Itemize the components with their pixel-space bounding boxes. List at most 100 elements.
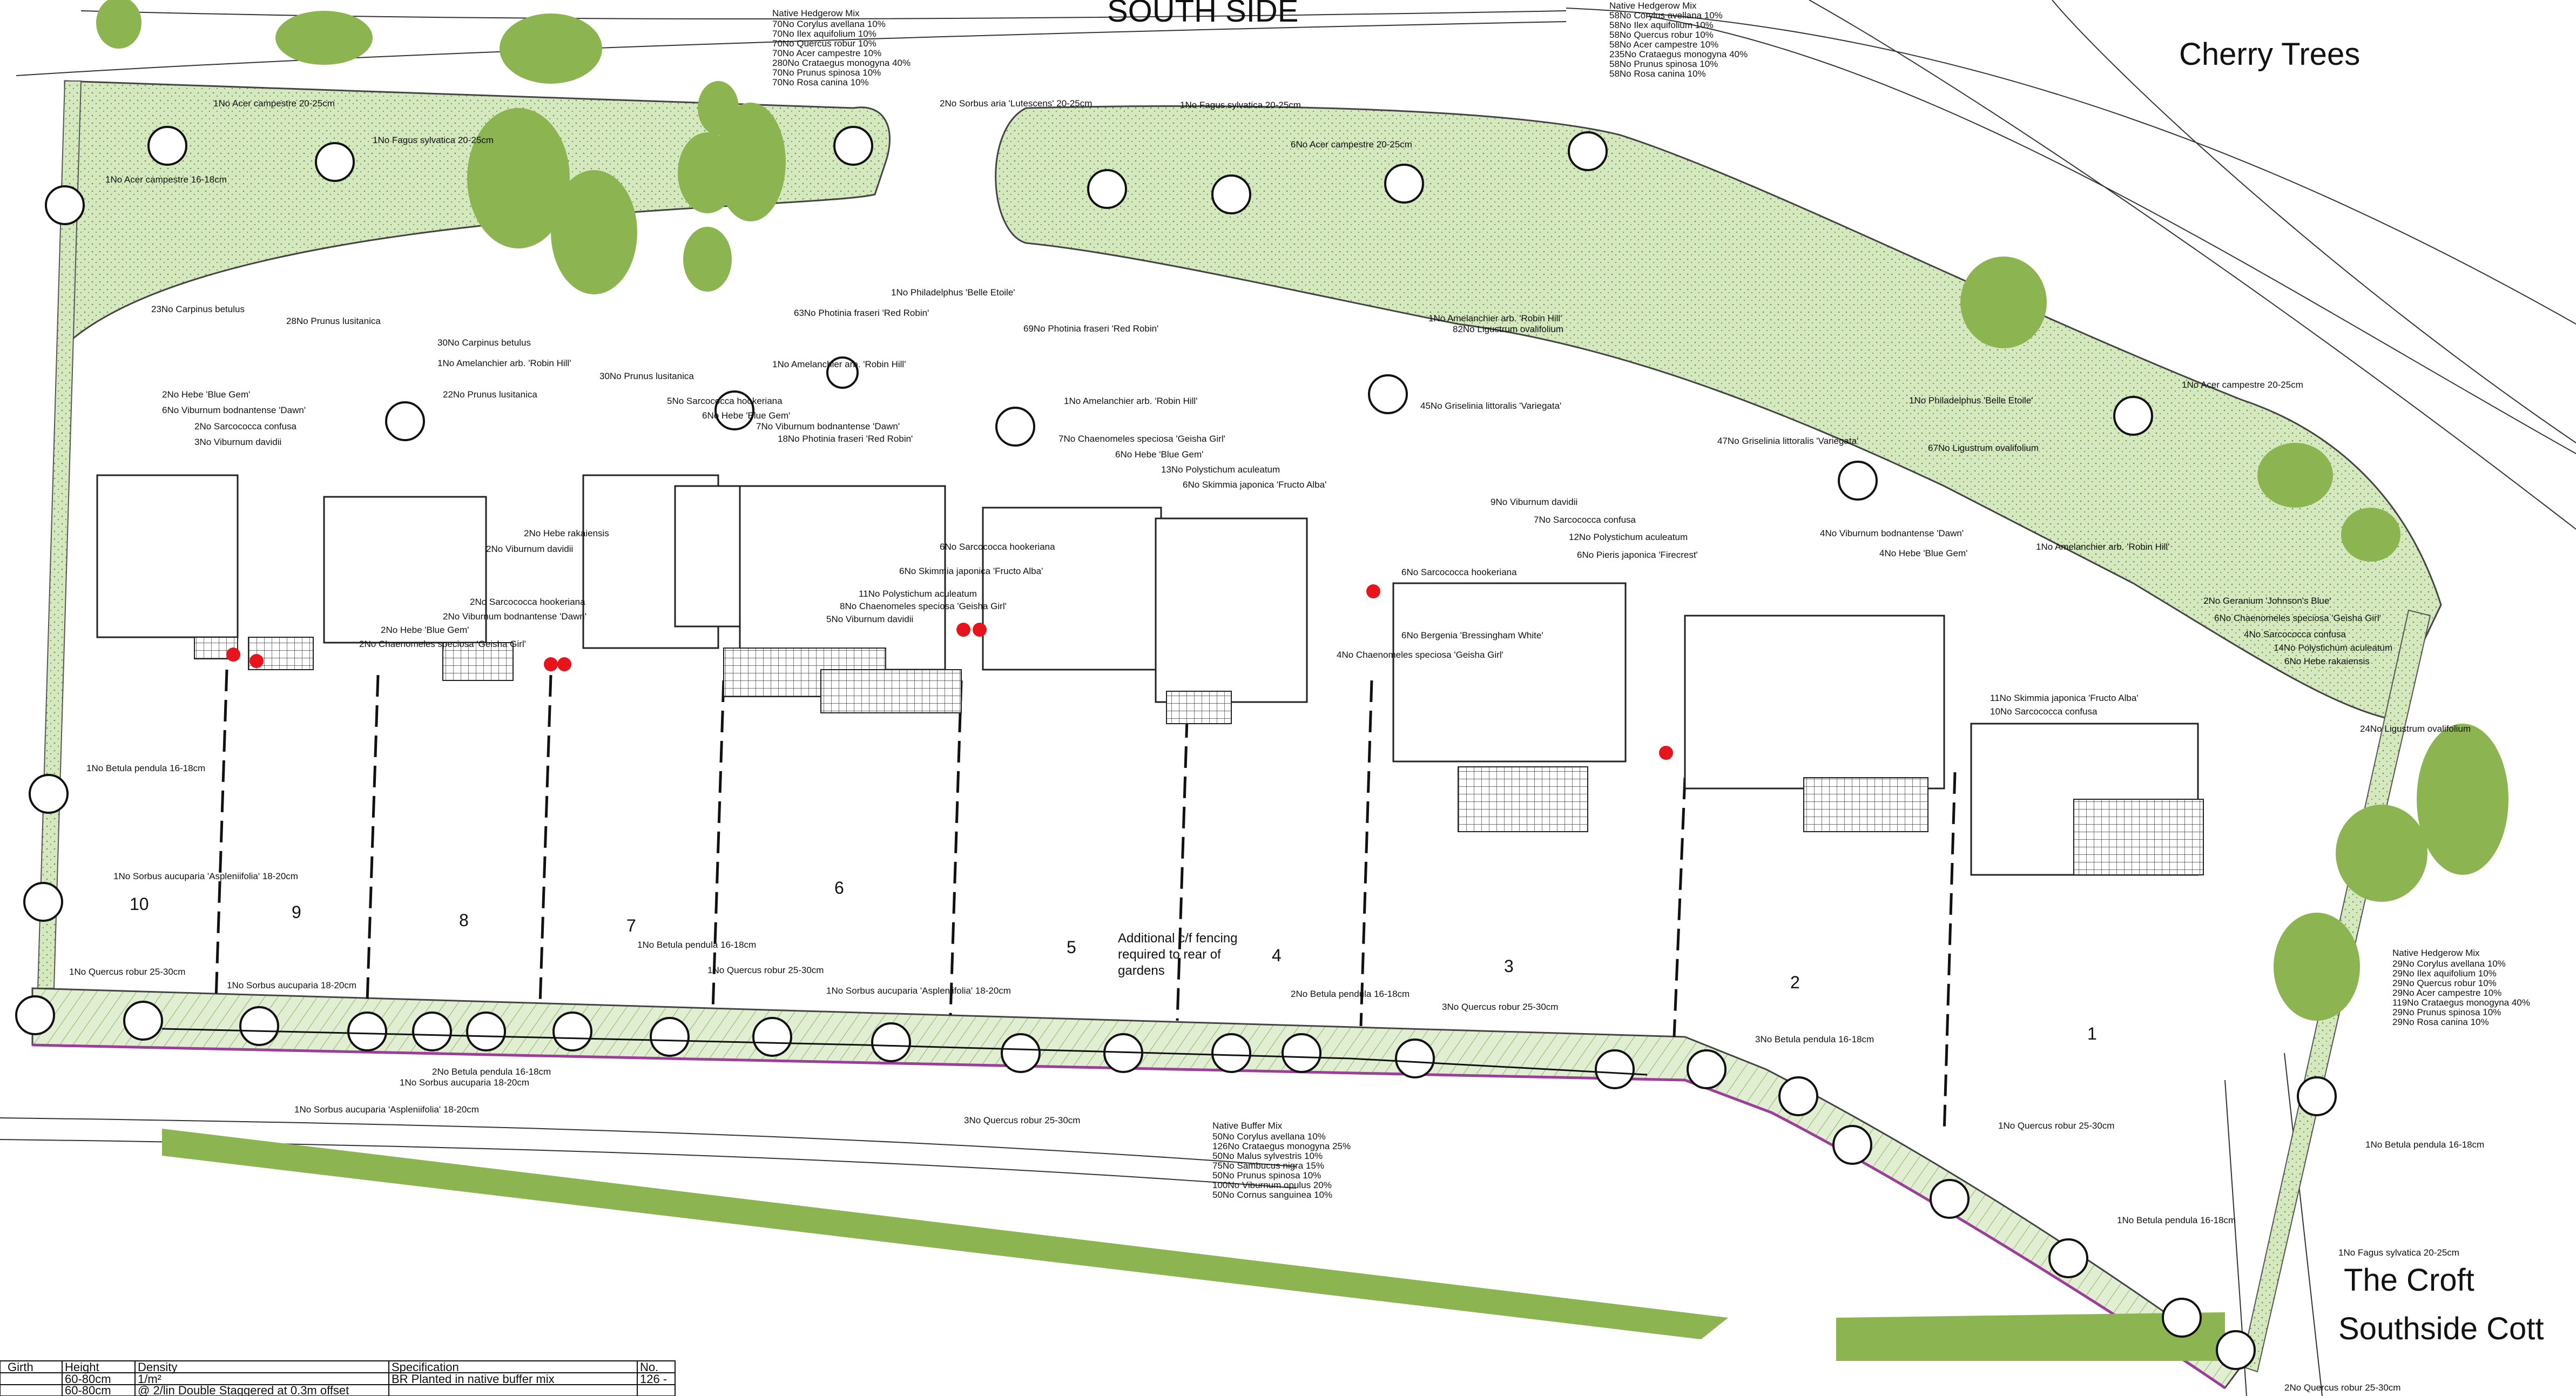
svg-text:4No Viburnum bodnantense 'Dawn: 4No Viburnum bodnantense 'Dawn' bbox=[1820, 528, 1964, 538]
svg-text:75No Sambucus nigra 15%: 75No Sambucus nigra 15% bbox=[1212, 1161, 1324, 1171]
plot-number: 6 bbox=[834, 878, 844, 898]
svg-text:58No Rosa canina 10%: 58No Rosa canina 10% bbox=[1609, 69, 1706, 79]
svg-text:50No Corylus avellana 10%: 50No Corylus avellana 10% bbox=[1212, 1131, 1326, 1142]
svg-text:BR Planted in native buffer m: BR Planted in native buffer mix bbox=[392, 1372, 555, 1386]
buffer-fence bbox=[161, 1028, 1648, 1076]
svg-text:1No Acer campestre 16-18cm: 1No Acer campestre 16-18cm bbox=[105, 174, 227, 185]
svg-text:4No Hebe 'Blue Gem': 4No Hebe 'Blue Gem' bbox=[1879, 548, 1967, 558]
svg-text:6No Bergenia 'Bressingham Whit: 6No Bergenia 'Bressingham White' bbox=[1401, 630, 1543, 640]
svg-text:4No Sarcococca confusa: 4No Sarcococca confusa bbox=[2244, 629, 2346, 639]
svg-text:1No Sorbus aucuparia 'Asplenii: 1No Sorbus aucuparia 'Aspleniifolia' 18-… bbox=[113, 871, 298, 881]
existing-verge bbox=[162, 1129, 1728, 1339]
svg-text:3No Quercus robur 25-30cm: 3No Quercus robur 25-30cm bbox=[964, 1115, 1080, 1125]
svg-text:1No Philadelphus 'Belle Etoile: 1No Philadelphus 'Belle Etoile' bbox=[891, 287, 1015, 298]
svg-text:126No Crataegus monogyna 25%: 126No Crataegus monogyna 25% bbox=[1212, 1141, 1351, 1151]
svg-text:6No Pieris japonica 'Firecrest: 6No Pieris japonica 'Firecrest' bbox=[1577, 550, 1698, 560]
svg-text:11No Polystichum aculeatum: 11No Polystichum aculeatum bbox=[859, 589, 977, 599]
plot-number: 10 bbox=[130, 894, 149, 914]
svg-text:14No Polystichum aculeatum: 14No Polystichum aculeatum bbox=[2274, 643, 2392, 653]
svg-text:Native Hedgerow Mix: Native Hedgerow Mix bbox=[1609, 1, 1697, 11]
svg-text:70No Quercus robur 10%: 70No Quercus robur 10% bbox=[772, 38, 876, 49]
svg-text:6No Sarcococca hookeriana: 6No Sarcococca hookeriana bbox=[1401, 567, 1517, 577]
svg-text:1No Amelanchier arb. 'Robin Hi: 1No Amelanchier arb. 'Robin Hill' bbox=[2036, 542, 2169, 552]
svg-text:1/m²: 1/m² bbox=[138, 1372, 161, 1386]
svg-text:1No Amelanchier arb. 'Robin Hi: 1No Amelanchier arb. 'Robin Hill' bbox=[772, 359, 906, 369]
svg-text:1No Acer campestre 20-25cm: 1No Acer campestre 20-25cm bbox=[213, 98, 335, 109]
tree-labels: 1No Acer campestre 20-25cm 1No Fagus syl… bbox=[69, 98, 2484, 1393]
svg-text:required to rear of: required to rear of bbox=[1118, 947, 1221, 962]
svg-text:gardens: gardens bbox=[1118, 963, 1165, 978]
plot-number: 5 bbox=[1067, 938, 1076, 957]
svg-text:22No Prunus lusitanica: 22No Prunus lusitanica bbox=[443, 389, 537, 400]
svg-text:7No Sarcococca confusa: 7No Sarcococca confusa bbox=[1534, 515, 1636, 525]
svg-text:58No Quercus robur 10%: 58No Quercus robur 10% bbox=[1609, 30, 1714, 40]
svg-text:1No Betula pendula 16-18cm: 1No Betula pendula 16-18cm bbox=[86, 763, 205, 773]
hedgerow-mix-top: Native Hedgerow Mix 70No Corylus avellan… bbox=[772, 8, 911, 87]
svg-text:100No Viburnum opulus 20%: 100No Viburnum opulus 20% bbox=[1212, 1180, 1332, 1190]
svg-text:60-80cm: 60-80cm bbox=[65, 1372, 111, 1386]
existing-verge-east bbox=[1836, 1312, 2225, 1361]
svg-text:8No Chaenomeles speciosa 'Geis: 8No Chaenomeles speciosa 'Geisha Girl' bbox=[840, 601, 1007, 611]
dwellings bbox=[96, 474, 2199, 876]
proposed-trees bbox=[15, 126, 2337, 1370]
svg-text:Specification: Specification bbox=[392, 1360, 459, 1374]
svg-text:4No Chaenomeles speciosa 'Geis: 4No Chaenomeles speciosa 'Geisha Girl' bbox=[1337, 650, 1503, 660]
svg-text:6No Hebe 'Blue Gem': 6No Hebe 'Blue Gem' bbox=[702, 410, 790, 421]
svg-text:70No Rosa canina 10%: 70No Rosa canina 10% bbox=[772, 77, 869, 87]
svg-text:13No Polystichum aculeatum: 13No Polystichum aculeatum bbox=[1161, 464, 1280, 475]
svg-text:70No Corylus avellana 10%: 70No Corylus avellana 10% bbox=[772, 19, 886, 29]
svg-text:9No Viburnum davidii: 9No Viburnum davidii bbox=[1491, 497, 1577, 507]
svg-text:23No Carpinus betulus: 23No Carpinus betulus bbox=[151, 304, 245, 314]
svg-text:Native Hedgerow Mix: Native Hedgerow Mix bbox=[772, 8, 860, 18]
svg-text:Native Buffer Mix: Native Buffer Mix bbox=[1212, 1121, 1283, 1131]
label-the-croft: The Croft bbox=[2344, 1263, 2474, 1298]
svg-text:7No Chaenomeles speciosa 'Geis: 7No Chaenomeles speciosa 'Geisha Girl' bbox=[1058, 434, 1225, 444]
svg-text:5No Sarcococca hookeriana: 5No Sarcococca hookeriana bbox=[667, 396, 783, 406]
house-5 bbox=[982, 507, 1162, 671]
svg-text:2No Sarcococca hookeriana: 2No Sarcococca hookeriana bbox=[470, 597, 585, 607]
svg-text:11No Skimmia japonica 'Fructo: 11No Skimmia japonica 'Fructo Alba' bbox=[1990, 693, 2139, 703]
svg-text:Native Hedgerow Mix: Native Hedgerow Mix bbox=[2392, 948, 2480, 958]
planting-schedule-table: Girth Height Density Specification No. 6… bbox=[0, 1360, 676, 1396]
svg-text:28No Prunus lusitanica: 28No Prunus lusitanica bbox=[286, 316, 381, 326]
svg-text:70No Acer campestre 10%: 70No Acer campestre 10% bbox=[772, 48, 881, 58]
svg-text:29No Ilex aquifolium 10%: 29No Ilex aquifolium 10% bbox=[2392, 968, 2497, 979]
plot-number: 4 bbox=[1272, 946, 1282, 965]
label-cherry-trees: Cherry Trees bbox=[2179, 37, 2360, 72]
svg-text:60-80cm: 60-80cm bbox=[65, 1384, 111, 1396]
svg-text:58No Corylus avellana 10%: 58No Corylus avellana 10% bbox=[1609, 10, 1723, 21]
svg-text:5No Viburnum davidii: 5No Viburnum davidii bbox=[826, 614, 913, 624]
svg-text:3No Betula pendula 16-18cm: 3No Betula pendula 16-18cm bbox=[1755, 1034, 1874, 1044]
svg-text:24No Ligustrum ovalifolium: 24No Ligustrum ovalifolium bbox=[2360, 724, 2471, 734]
svg-text:29No Acer campestre 10%: 29No Acer campestre 10% bbox=[2392, 988, 2501, 998]
plot-number: 3 bbox=[1504, 956, 1514, 976]
svg-text:29No Quercus robur 10%: 29No Quercus robur 10% bbox=[2392, 978, 2497, 988]
shrub-labels: 23No Carpinus betulus 28No Prunus lusita… bbox=[151, 287, 2392, 717]
svg-text:2No Hebe 'Blue Gem': 2No Hebe 'Blue Gem' bbox=[162, 389, 250, 400]
svg-text:58No Acer campestre 10%: 58No Acer campestre 10% bbox=[1609, 39, 1718, 50]
svg-text:45No Griselinia littoralis 'Va: 45No Griselinia littoralis 'Variegata' bbox=[1420, 401, 1561, 411]
svg-text:1No Betula pendula 16-18cm: 1No Betula pendula 16-18cm bbox=[637, 940, 756, 950]
svg-text:2No Betula pendula 16-18cm: 2No Betula pendula 16-18cm bbox=[1291, 989, 1410, 999]
hedgerow-mix-right: Native Hedgerow Mix 29No Corylus avellan… bbox=[2392, 948, 2530, 1027]
svg-text:58No Prunus spinosa 10%: 58No Prunus spinosa 10% bbox=[1609, 59, 1718, 69]
svg-text:1No Betula pendula 16-18cm: 1No Betula pendula 16-18cm bbox=[2365, 1139, 2484, 1150]
svg-text:2No Geranium 'Johnson's Blue': 2No Geranium 'Johnson's Blue' bbox=[2203, 596, 2331, 606]
svg-text:58No Ilex aquifolium 10%: 58No Ilex aquifolium 10% bbox=[1609, 20, 1714, 30]
svg-text:6No Sarcococca hookeriana: 6No Sarcococca hookeriana bbox=[940, 542, 1055, 552]
plot-number: 2 bbox=[1790, 973, 1800, 992]
house-6 bbox=[739, 485, 946, 671]
svg-text:30No Carpinus betulus: 30No Carpinus betulus bbox=[437, 338, 531, 348]
svg-text:280No Crataegus monogyna 40%: 280No Crataegus monogyna 40% bbox=[772, 58, 911, 68]
svg-text:12No Polystichum aculeatum: 12No Polystichum aculeatum bbox=[1569, 532, 1688, 542]
svg-text:2No Betula pendula 16-18cm: 2No Betula pendula 16-18cm bbox=[432, 1067, 551, 1077]
svg-text:2No Viburnum davidii: 2No Viburnum davidii bbox=[486, 544, 573, 554]
house-4 bbox=[1155, 517, 1308, 703]
svg-text:1No Quercus robur 25-30cm: 1No Quercus robur 25-30cm bbox=[1998, 1121, 2114, 1131]
svg-text:126 -: 126 - bbox=[640, 1372, 667, 1386]
svg-text:235No Crataegus monogyna 40%: 235No Crataegus monogyna 40% bbox=[1609, 49, 1748, 59]
fencing-note: Additional c/f fencing required to rear … bbox=[1118, 931, 1237, 978]
svg-text:50No Prunus spinosa 10%: 50No Prunus spinosa 10% bbox=[1212, 1170, 1321, 1181]
